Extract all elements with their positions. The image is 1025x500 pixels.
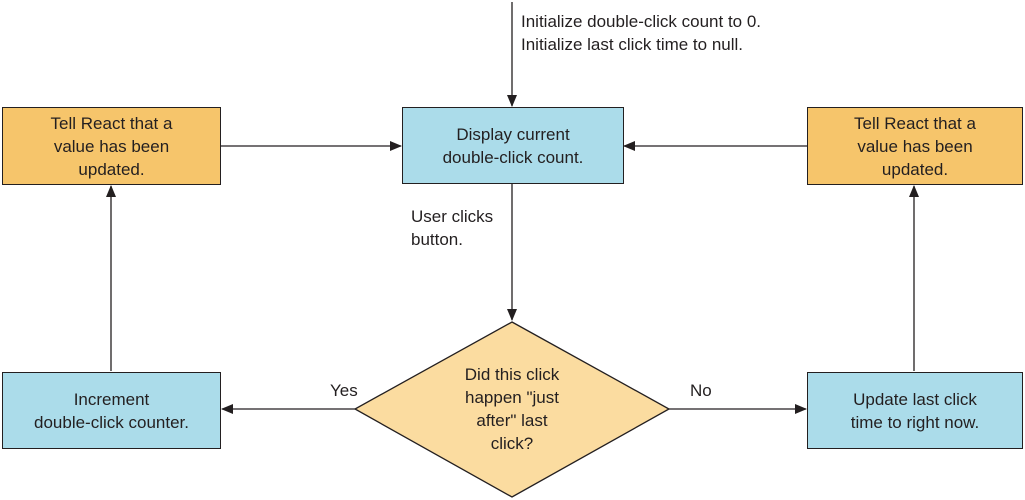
increment-counter-box: Increment double-click counter. — [2, 372, 221, 449]
start-note: Initialize double-click count to 0. Init… — [521, 10, 761, 56]
user-clicks-label: User clicks button. — [411, 205, 493, 251]
update-time-line-2: time to right now. — [850, 412, 980, 432]
right-update-line-3: updated. — [881, 159, 949, 179]
no-label: No — [690, 381, 712, 400]
user-clicks-line-2: button. — [411, 230, 463, 249]
decision-diamond — [353, 321, 671, 498]
decision-line-1: Did this click — [464, 365, 560, 384]
left-react-update-box: Tell React that a value has been updated… — [2, 107, 221, 185]
left-update-line-2: value has been — [53, 136, 170, 156]
display-line-2: double-click count. — [442, 147, 584, 167]
right-react-update-box: Tell React that a value has been updated… — [807, 107, 1023, 185]
left-update-line-1: Tell React that a — [50, 113, 173, 133]
right-update-line-1: Tell React that a — [854, 113, 976, 133]
display-count-box: Display current double-click count. — [402, 107, 624, 184]
update-click-time-box: Update last click time to right now. — [807, 372, 1023, 449]
decision-line-3: after" last — [476, 411, 548, 430]
right-update-line-2: value has been — [857, 136, 973, 156]
increment-line-1: Increment — [73, 389, 150, 409]
update-time-line-1: Update last click — [853, 389, 977, 409]
left-update-line-3: updated. — [78, 159, 145, 179]
decision-line-4: click? — [490, 434, 534, 453]
start-note-line-2: Initialize last click time to null. — [521, 35, 744, 54]
decision-text: Did this click happen "just after" last … — [432, 363, 592, 455]
start-note-line-1: Initialize double-click count to 0. — [521, 12, 762, 31]
decision-line-2: happen "just — [465, 388, 559, 407]
yes-label: Yes — [330, 381, 358, 400]
increment-line-2: double-click counter. — [34, 412, 189, 432]
display-line-1: Display current — [456, 124, 570, 144]
user-clicks-line-1: User clicks — [411, 207, 494, 226]
